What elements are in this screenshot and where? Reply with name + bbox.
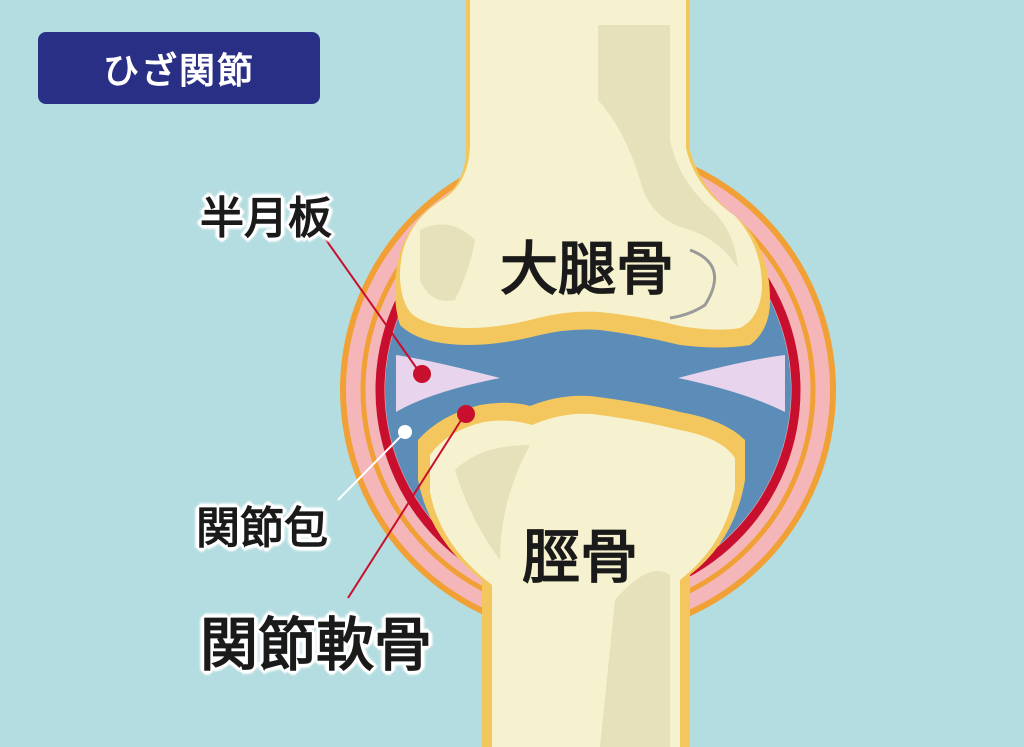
meniscus-dot bbox=[413, 365, 431, 383]
cartilage-label: 関節軟骨 bbox=[200, 611, 433, 679]
leader-dots bbox=[398, 365, 475, 439]
capsule-label: 関節包 bbox=[196, 503, 328, 554]
title-badge: ひざ関節 bbox=[38, 32, 320, 104]
page-title: ひざ関節 bbox=[102, 51, 255, 92]
tibia-label: 脛骨 bbox=[522, 523, 639, 591]
leader-lines bbox=[311, 219, 466, 599]
capsule-dot bbox=[398, 425, 412, 439]
capsule-leader bbox=[337, 431, 406, 501]
cartilage-leader bbox=[347, 413, 466, 599]
femur-label: 大腿骨 bbox=[500, 235, 675, 303]
meniscus-leader bbox=[311, 219, 421, 374]
cartilage-dot bbox=[457, 405, 475, 423]
tibia-bone bbox=[418, 395, 745, 747]
meniscus-label: 半月板 bbox=[200, 193, 332, 244]
femur-bone bbox=[395, 0, 770, 348]
